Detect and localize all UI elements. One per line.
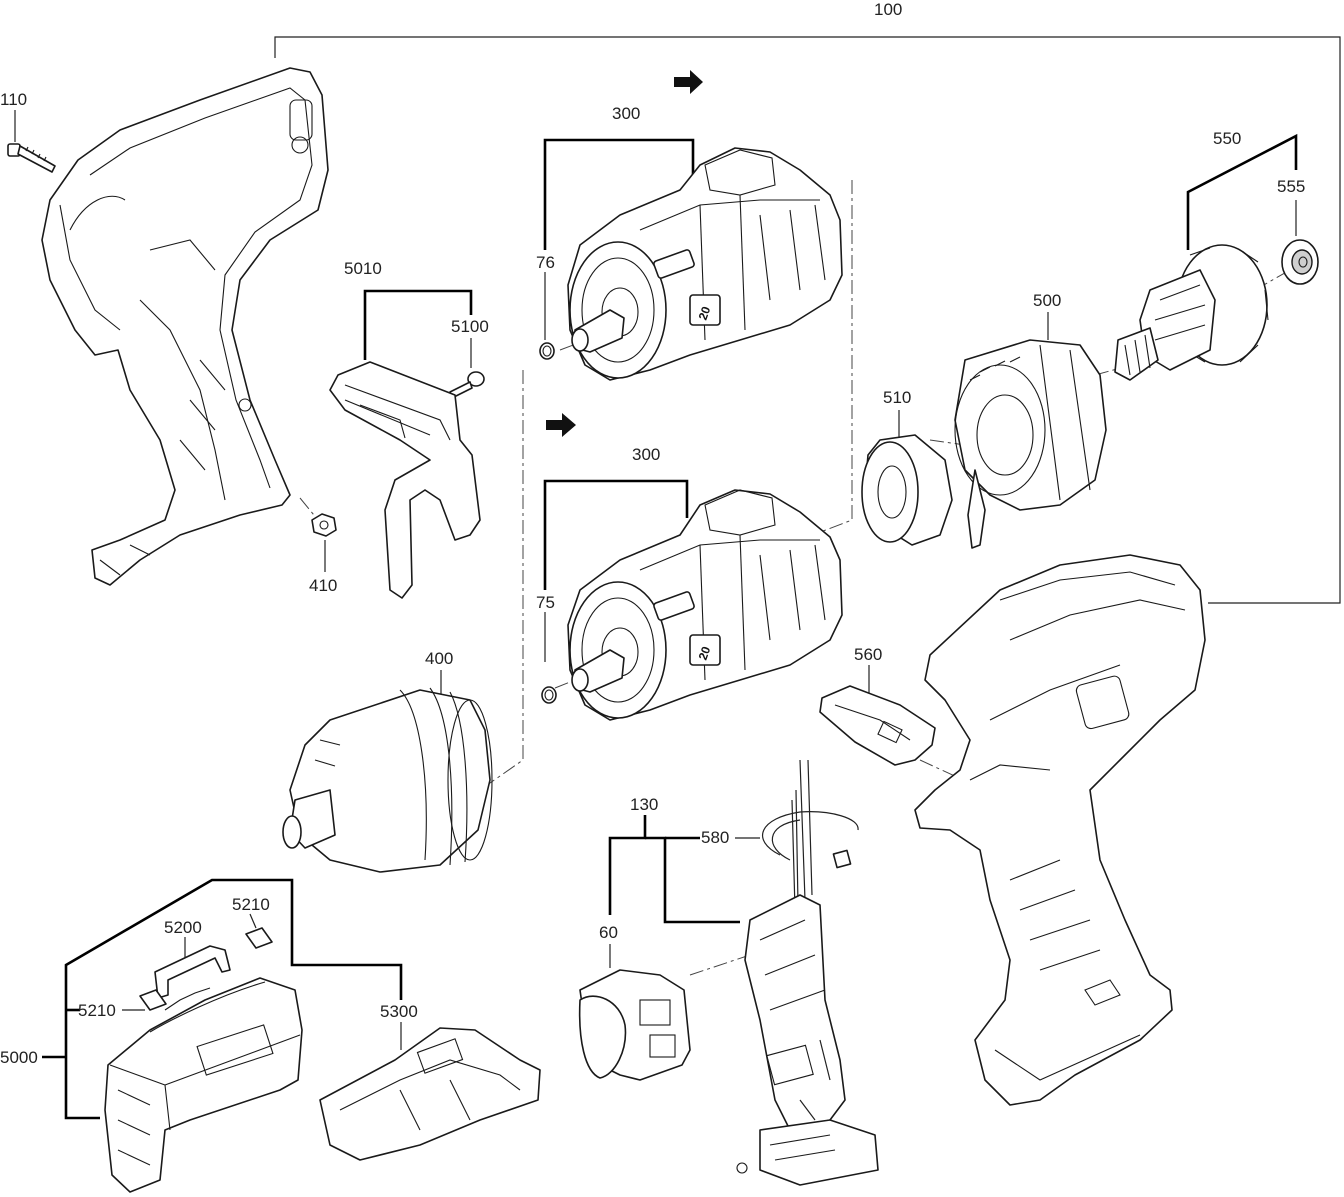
part-labels: 100 110 300 76 5010 5100 550 555 500 510… [0,0,1305,1067]
label-560: 560 [854,645,882,664]
label-580: 580 [701,828,729,847]
case-insert-5300 [319,1027,541,1161]
belt-clip-5010 [329,361,481,599]
label-550: 550 [1213,129,1241,148]
label-76: 76 [536,253,555,272]
trigger-switch-60 [578,969,691,1081]
label-555: 555 [1277,177,1305,196]
housing-shell-right [914,554,1206,1106]
label-75: 75 [536,593,555,612]
label-5000: 5000 [0,1048,38,1067]
stator-500 [954,339,1107,549]
screw-5100 [449,371,485,399]
ring-510 [861,434,953,546]
label-5100: 5100 [451,317,489,336]
direction-arrow-icon-top [674,70,703,94]
label-5200: 5200 [164,918,202,937]
label-5300: 5300 [380,1002,418,1021]
leader-lines [14,36,1341,1120]
label-410: 410 [309,576,337,595]
label-5210-top: 5210 [232,895,270,914]
label-500: 500 [1033,291,1061,310]
label-100: 100 [874,0,902,19]
label-300-bottom: 300 [632,445,660,464]
label-60: 60 [599,923,618,942]
o-ring-76 [539,342,555,360]
switch-slide-560 [819,685,936,766]
direction-arrow-icon-bottom [546,413,576,437]
label-5210-left: 5210 [78,1001,116,1020]
gearbox-300-top: 20 [567,147,843,381]
label-300-top: 300 [612,104,640,123]
rotor-550 [1114,244,1269,381]
gear-speed-marking-top: 20 [696,304,714,322]
screw-110 [7,143,56,173]
cable-tie-580 [761,811,859,869]
label-510: 510 [883,388,911,407]
bearing-555 [1281,239,1319,285]
chuck-400 [282,687,493,873]
label-110: 110 [0,90,27,109]
nut-410 [311,513,337,537]
label-5010: 5010 [344,259,382,278]
gearbox-300-bottom: 20 [567,489,843,721]
case-latch-5210-top [245,927,273,949]
housing-shell-left [41,67,329,586]
label-400: 400 [425,649,453,668]
o-ring-75 [541,686,557,704]
label-130: 130 [630,795,658,814]
case-handle-5200 [154,945,231,999]
case-latch-5210-left [139,989,167,1011]
carrying-case-5000 [104,977,303,1193]
gear-speed-marking-bottom: 20 [696,644,714,662]
electronics-module-130 [736,759,879,1186]
